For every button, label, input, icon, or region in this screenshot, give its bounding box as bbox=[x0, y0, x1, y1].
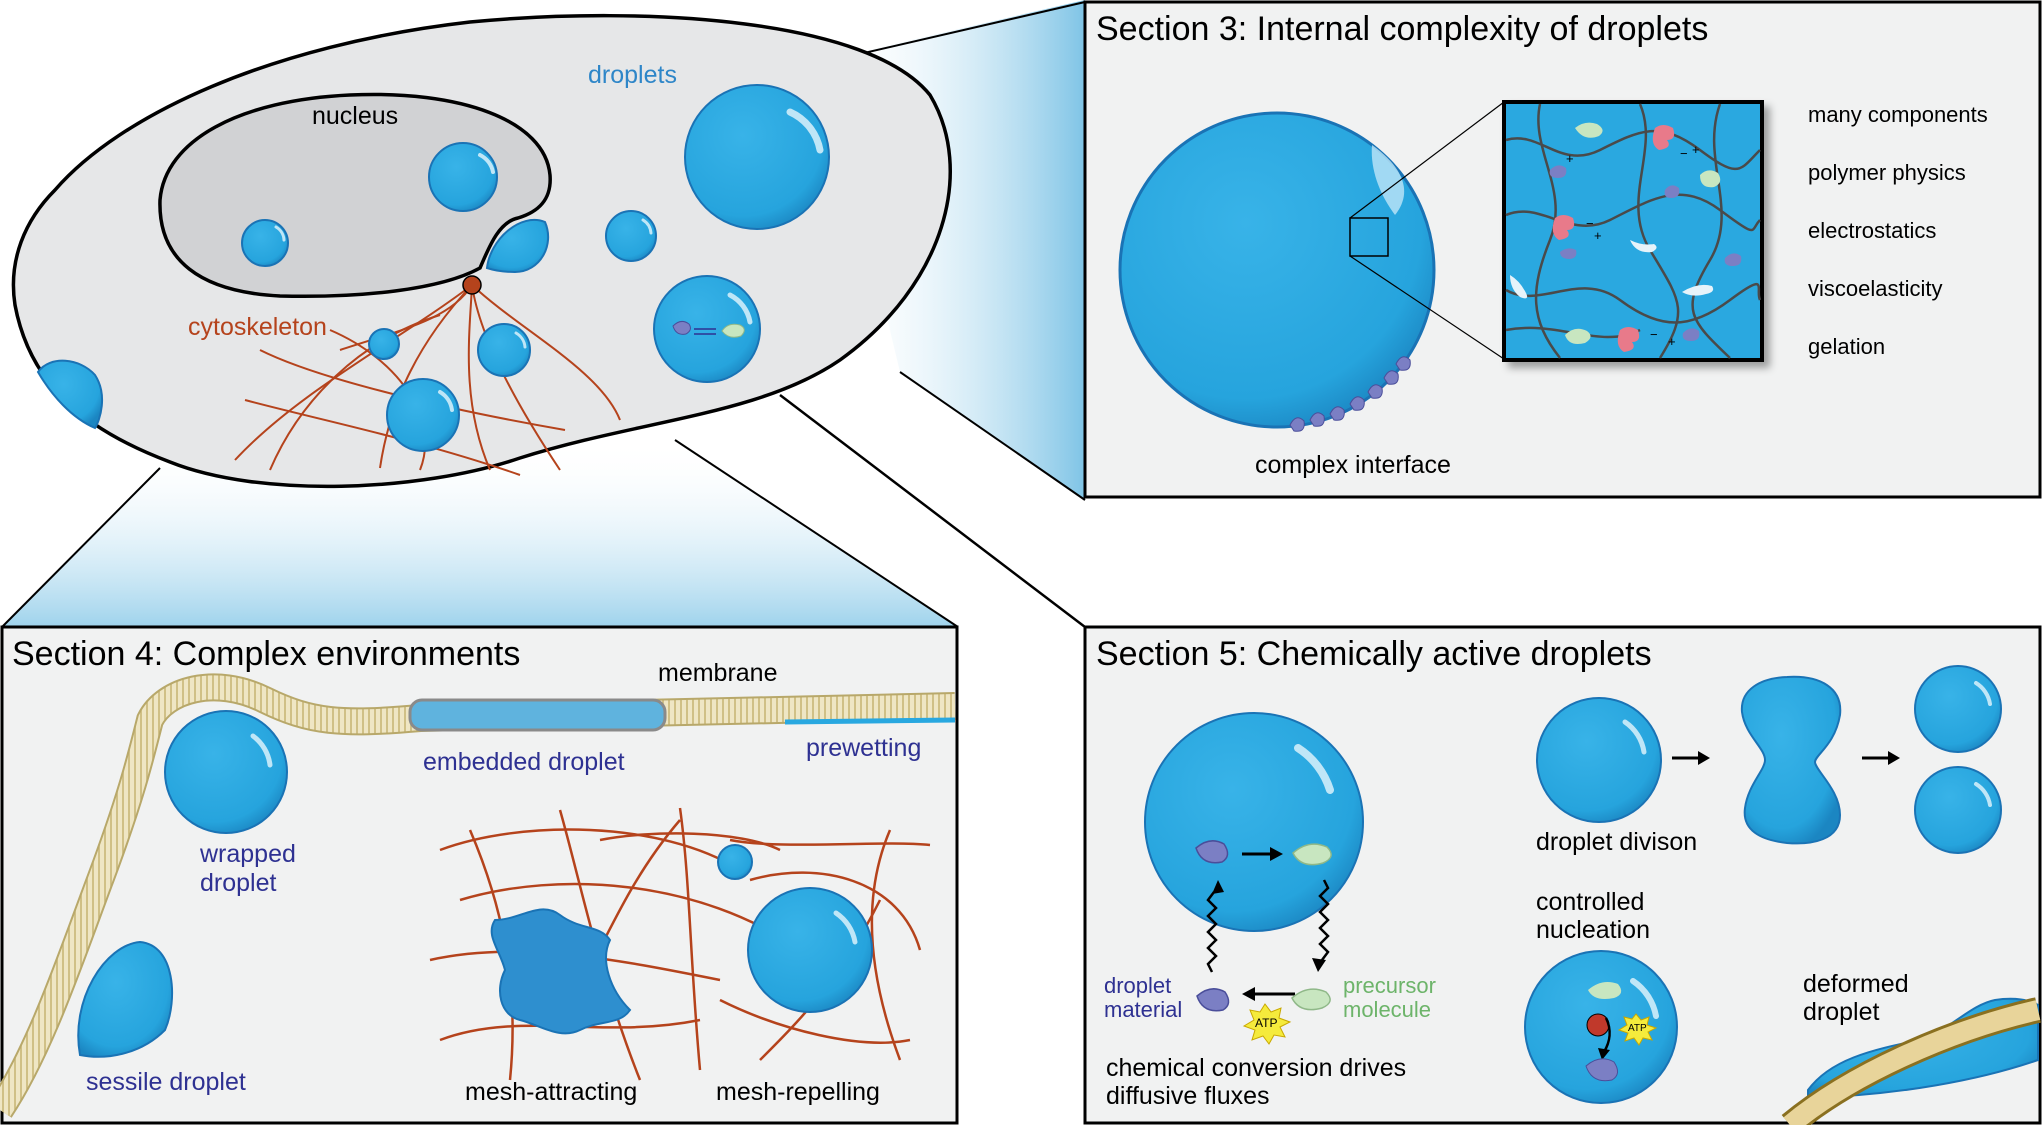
svg-text:−: − bbox=[1680, 146, 1688, 161]
flux-arrow-in bbox=[1206, 891, 1218, 973]
conversion-label: chemical conversion drives bbox=[1106, 1054, 1406, 1082]
sessile-label: sessile droplet bbox=[86, 1068, 246, 1096]
cytoskeleton-label: cytoskeleton bbox=[188, 313, 327, 341]
wrapped-droplet bbox=[164, 710, 288, 834]
precursor-outside bbox=[1291, 988, 1331, 1011]
nucleation-label: controlled bbox=[1536, 888, 1644, 916]
precursor-inside bbox=[1292, 843, 1332, 866]
embedded-droplet bbox=[408, 698, 667, 732]
zoom-line bbox=[1349, 101, 1505, 219]
active-droplet bbox=[1144, 712, 1364, 932]
property-label: polymer physics bbox=[1808, 160, 1966, 185]
small-droplet bbox=[717, 844, 753, 880]
droplet bbox=[684, 84, 830, 230]
atp-burst: ATP bbox=[1242, 1003, 1292, 1045]
svg-text:+: + bbox=[1594, 228, 1602, 243]
large-droplet bbox=[1118, 111, 1436, 432]
interface-proteins bbox=[1289, 356, 1411, 432]
division-droplet-4 bbox=[1914, 766, 2002, 854]
embedded-label: embedded droplet bbox=[423, 748, 625, 776]
wrapped-label: wrapped bbox=[199, 840, 296, 868]
droplet bbox=[386, 378, 460, 452]
svg-text:+: + bbox=[1566, 151, 1574, 166]
conversion-label: diffusive fluxes bbox=[1106, 1082, 1270, 1110]
property-label: gelation bbox=[1808, 334, 1885, 359]
mesh-attracting-droplet bbox=[490, 908, 632, 1035]
droplet bbox=[477, 323, 531, 377]
interface-label: complex interface bbox=[1255, 451, 1451, 479]
svg-text:+: + bbox=[1692, 142, 1700, 157]
interior-molecules: + − + − + − + bbox=[1510, 122, 1742, 352]
centrosome bbox=[462, 275, 482, 295]
droplet-material-outside bbox=[1196, 988, 1230, 1012]
sessile-droplet bbox=[77, 940, 174, 1058]
zoom-line bbox=[1, 467, 161, 628]
section3-panel: Section 3: Internal complexity of drople… bbox=[1083, 0, 2042, 499]
svg-text:−: − bbox=[1650, 327, 1658, 342]
nucleus-wetting-droplet bbox=[485, 219, 550, 274]
property-label: many components bbox=[1808, 102, 1988, 127]
mesh-repelling-label: mesh-repelling bbox=[716, 1078, 880, 1106]
deformed-label: deformed bbox=[1803, 970, 1909, 998]
zoom-line bbox=[1349, 255, 1505, 360]
division-label: droplet divison bbox=[1536, 828, 1697, 856]
nucleation-product bbox=[1585, 1058, 1618, 1082]
droplet-material-label: droplet bbox=[1104, 973, 1171, 998]
nucleation-precursor bbox=[1588, 982, 1622, 999]
wrapped-label: droplet bbox=[200, 869, 276, 897]
nucleus-label: nucleus bbox=[312, 102, 398, 130]
droplet-material-label: material bbox=[1104, 997, 1182, 1022]
droplet bbox=[605, 210, 657, 262]
precursor-label: molecule bbox=[1343, 997, 1431, 1022]
division-droplet-1 bbox=[1536, 697, 1662, 823]
division-droplet-2 bbox=[1740, 675, 1842, 845]
atp-burst-small: ATP bbox=[1617, 1013, 1658, 1046]
zoom-line bbox=[899, 371, 1086, 501]
mesh-repelling-droplet bbox=[747, 887, 873, 1013]
precursor-label: precursor bbox=[1343, 973, 1436, 998]
droplet bbox=[241, 219, 289, 267]
svg-text:ATP: ATP bbox=[1255, 1016, 1277, 1030]
deformed-label: droplet bbox=[1803, 998, 1879, 1026]
membrane-wetting-droplet bbox=[36, 359, 104, 430]
interior-zoom bbox=[1502, 100, 1764, 362]
svg-text:−: − bbox=[1586, 216, 1594, 231]
property-label: viscoelasticity bbox=[1808, 276, 1942, 301]
section3-title: Section 3: Internal complexity of drople… bbox=[1096, 10, 1708, 48]
nucleation-seed bbox=[1586, 1013, 1610, 1037]
section5-panel: Section 5: Chemically active droplets AT… bbox=[1083, 625, 2042, 1125]
svg-text:ATP: ATP bbox=[1628, 1023, 1647, 1034]
section4-title: Section 4: Complex environments bbox=[12, 635, 520, 673]
flux-arrow-out bbox=[1318, 879, 1330, 961]
property-label: electrostatics bbox=[1808, 218, 1936, 243]
cell: nucleus droplets cytoskeleton bbox=[11, 13, 952, 489]
membrane-label: membrane bbox=[658, 659, 778, 687]
zoom-line bbox=[674, 439, 959, 628]
droplet bbox=[368, 328, 400, 360]
prewetting-label: prewetting bbox=[806, 734, 921, 762]
zoom-box bbox=[1349, 217, 1389, 257]
droplet bbox=[428, 142, 498, 212]
mesh-attracting-label: mesh-attracting bbox=[465, 1078, 637, 1106]
zoom-cone-section4 bbox=[2, 440, 958, 627]
droplets-label: droplets bbox=[588, 61, 677, 89]
prewetting-layer bbox=[784, 717, 956, 725]
zoom-line bbox=[779, 394, 1086, 628]
section5-title: Section 5: Chemically active droplets bbox=[1096, 635, 1652, 673]
section4-panel: Section 4: Complex environments membrane… bbox=[0, 625, 959, 1125]
droplet-material-inside bbox=[1195, 840, 1229, 864]
division-droplet-3 bbox=[1914, 665, 2002, 753]
svg-text:+: + bbox=[1668, 334, 1676, 349]
droplet-with-reaction bbox=[653, 275, 761, 383]
nucleation-label: nucleation bbox=[1536, 916, 1650, 944]
